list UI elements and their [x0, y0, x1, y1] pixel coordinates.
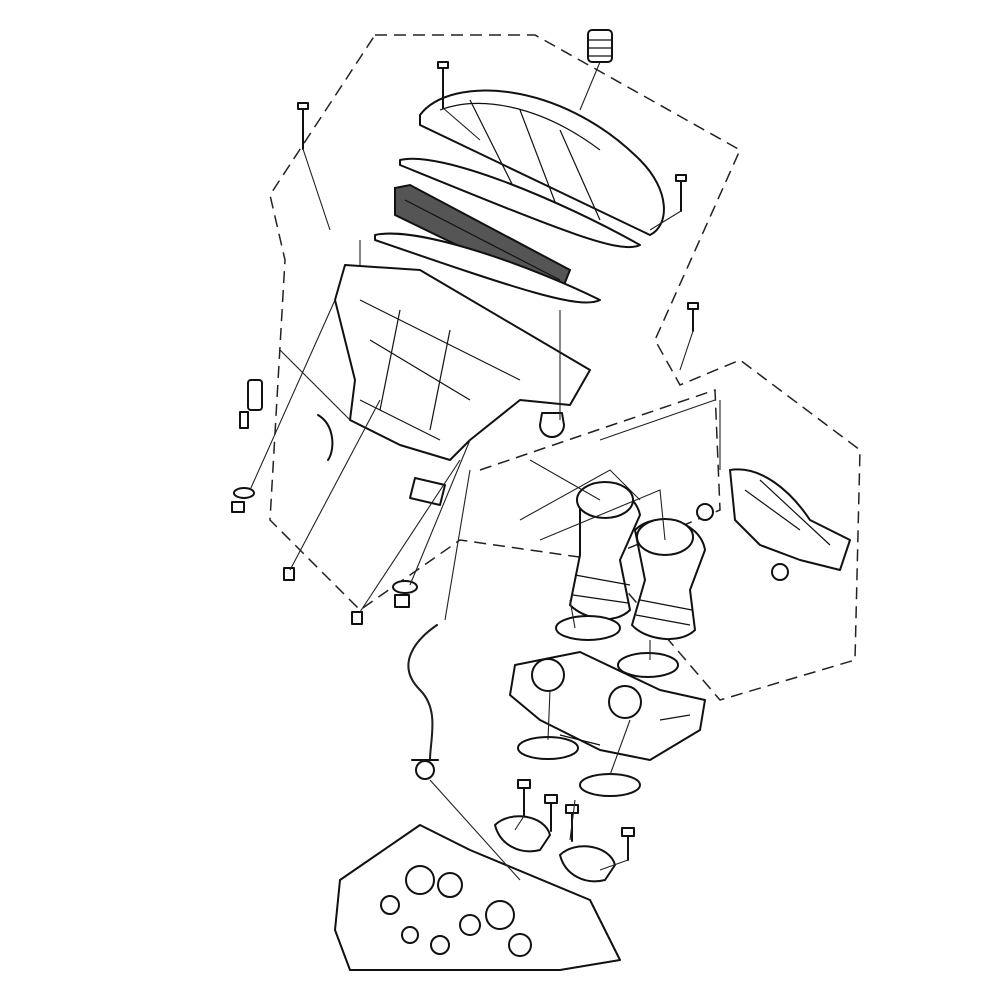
group-outline-boots: [479, 388, 721, 561]
small-fittings: [231, 379, 565, 625]
hose-clamps: [517, 615, 679, 797]
cylinder-head: [334, 824, 621, 971]
bolts: [297, 61, 699, 861]
spring-clip: [411, 759, 439, 780]
cover-grommet: [587, 29, 613, 63]
filter-seal: [374, 232, 601, 304]
leader-lines: [249, 61, 721, 881]
throttle-body: [509, 651, 706, 761]
circlips: [696, 503, 789, 581]
intake-duct: [729, 468, 851, 571]
airbox-base: [334, 264, 591, 461]
group-outline-airbox: [269, 34, 861, 701]
cover-gasket: [399, 157, 641, 249]
intake-adapters: [494, 815, 616, 883]
breather-hose-inner: [407, 624, 438, 761]
intake-boot-2: [631, 518, 706, 641]
